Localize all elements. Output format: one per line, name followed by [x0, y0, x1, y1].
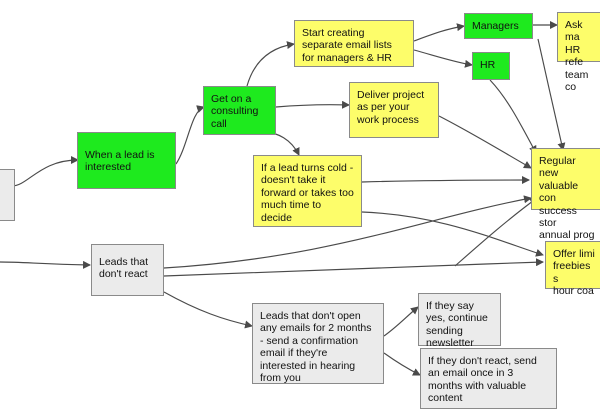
edge-consulting-call-to-deliver-project	[275, 100, 350, 109]
edge-hr-to-regular-newsletter	[489, 79, 537, 154]
edge-leads-no-react-to-offer-freebies	[163, 258, 544, 277]
email-lists-box: Start creating separate email lists for …	[294, 20, 414, 67]
edge-deliver-project-to-regular-newsletter	[438, 115, 532, 169]
edge-managers-to-regular-newsletter	[537, 38, 566, 151]
edge-leads-no-react-to-regular-newsletter	[163, 195, 532, 269]
leads-no-open-box: Leads that don't open any emails for 2 m…	[252, 303, 384, 384]
edge-consulting-call-to-email-lists	[246, 41, 295, 87]
edge-leads-no-open-to-say-yes	[383, 306, 419, 337]
ask-managers-box: Ask ma HR refe team co	[557, 12, 600, 93]
edge-leads-no-react-to-leads-no-open	[163, 291, 253, 329]
hr-box: HR	[472, 52, 510, 80]
regular-newsletter-box: Regular new valuable con success stor an…	[531, 148, 600, 241]
edge-lead-interested-to-consulting-call	[175, 105, 205, 165]
managers-box: Managers	[464, 13, 533, 39]
edge-left-to-lead-interested	[11, 156, 79, 187]
edge-leads-no-open-to-dont-react-send	[383, 352, 421, 376]
edge-say-yes-to-regular-newsletter	[454, 197, 538, 267]
leads-no-react-box: Leads that don't react	[91, 244, 164, 296]
edge-lead-cold-to-offer-freebies	[361, 211, 544, 257]
lead-interested-box: When a lead is interested	[77, 132, 176, 189]
consulting-call-box: Get on a consulting call	[203, 86, 276, 135]
edge-lead-cold-to-regular-newsletter	[361, 176, 530, 185]
dont-react-send-box: If they don't react, send an email once …	[420, 348, 557, 409]
deliver-project-box: Deliver project as per your work process	[349, 82, 439, 138]
offer-freebies-box: Offer limi freebies s hour coa	[545, 241, 600, 297]
edge-email-lists-to-hr	[413, 49, 473, 68]
say-yes-box: If they say yes, continue sending newsle…	[418, 293, 501, 349]
edge-email-lists-to-managers	[413, 23, 465, 42]
edge-left-to-leads-no-react	[0, 260, 91, 269]
lead-cold-box: If a lead turns cold - doesn't take it f…	[253, 155, 362, 227]
left-stub-box	[0, 169, 15, 221]
